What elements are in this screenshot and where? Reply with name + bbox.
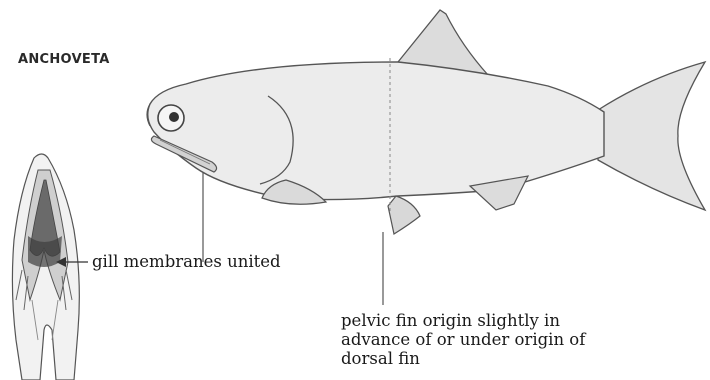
pelvic-fin-label-line: pelvic fin origin slightly in (341, 311, 585, 330)
pelvic-fin-label-line: dorsal fin (341, 349, 585, 368)
ventral-head-view (12, 154, 79, 380)
pelvic-fin-label-line: advance of or under origin of (341, 330, 585, 349)
fish-body (148, 62, 604, 200)
fish-title: ANCHOVETA (18, 52, 110, 67)
gill-membranes-label: gill membranes united (92, 252, 281, 271)
pelvic-fin (388, 196, 420, 234)
pupil (169, 112, 179, 122)
pelvic-fin-label: pelvic fin origin slightly in advance of… (341, 311, 585, 368)
caudal-fin (598, 62, 705, 210)
